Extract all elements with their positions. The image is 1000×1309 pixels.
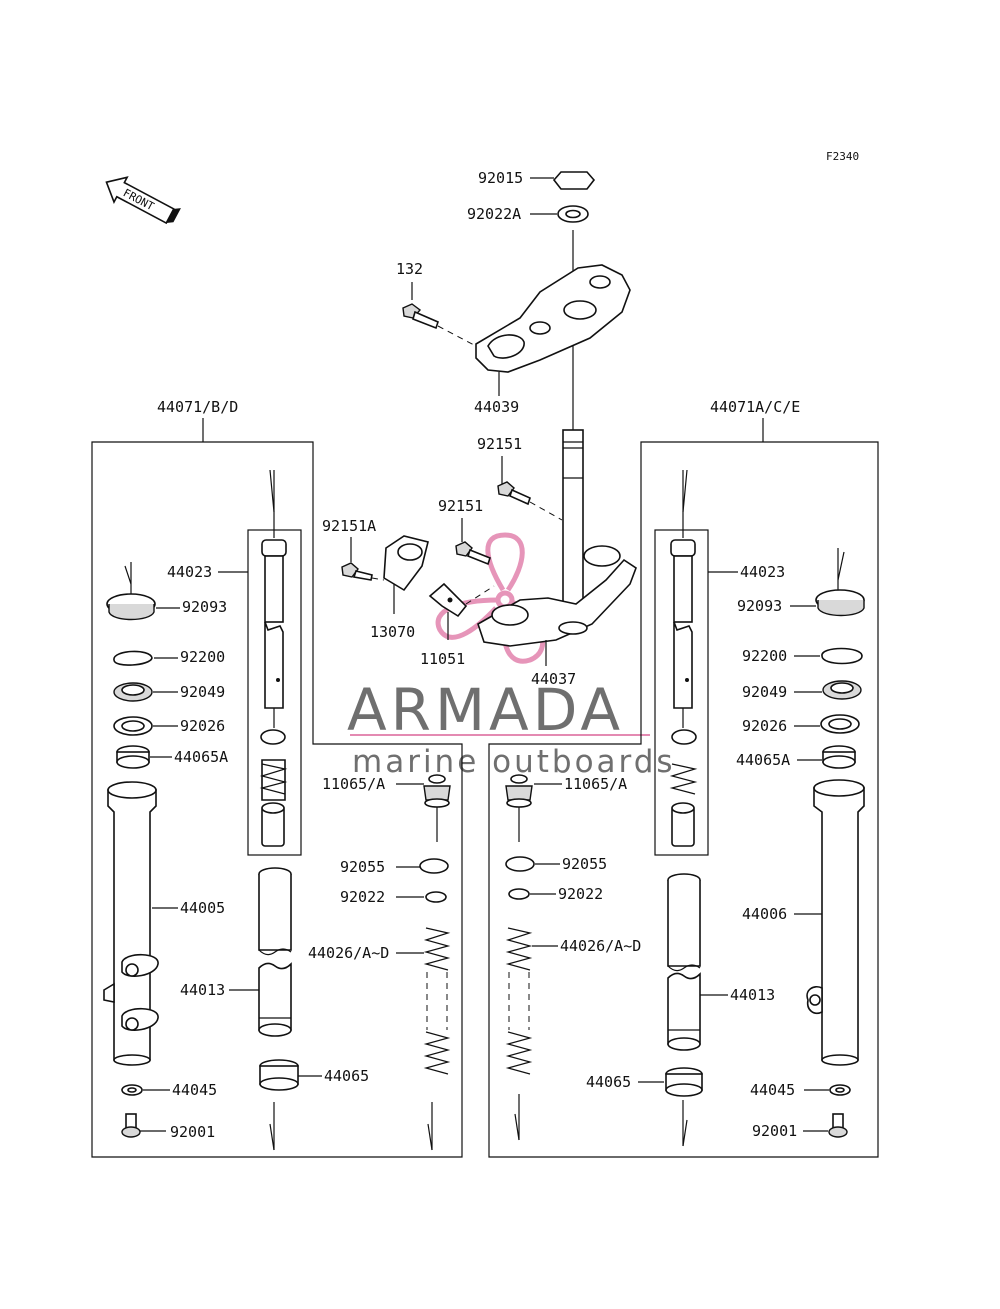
- label-right-44023: 44023: [740, 563, 785, 581]
- label-left-92049: 92049: [180, 683, 225, 701]
- right-assy-box: [488, 441, 879, 1158]
- left-adjuster-11065: [396, 774, 451, 842]
- label-right-44006: 44006: [742, 905, 787, 923]
- left-damper-rod-44023: [218, 469, 288, 847]
- bolt-92151-top: [497, 456, 563, 521]
- label-right-92049: 92049: [742, 683, 787, 701]
- left-cap-92093: [106, 562, 180, 621]
- left-spring-44026: [396, 927, 451, 1151]
- label-left-92055: 92055: [340, 858, 385, 876]
- label-left-92026: 92026: [180, 717, 225, 735]
- bracket-11051: [428, 582, 495, 640]
- label-left-92022: 92022: [340, 888, 385, 906]
- label-right-44065A: 44065A: [736, 751, 790, 769]
- left-washer-44045: [121, 1084, 170, 1096]
- label-right-44026: 44026/A~D: [560, 937, 641, 955]
- label-right-44045: 44045: [750, 1081, 795, 1099]
- label-left-44023: 44023: [167, 563, 212, 581]
- label-44037: 44037: [531, 670, 576, 688]
- label-92151A: 92151A: [322, 517, 376, 535]
- label-right-92093: 92093: [737, 597, 782, 615]
- label-right-92026: 92026: [742, 717, 787, 735]
- bolt-92151-mid: [455, 518, 491, 566]
- label-left-92093: 92093: [182, 598, 227, 616]
- label-left-44065: 44065: [324, 1067, 369, 1085]
- front-arrow-icon: FRONT: [105, 176, 181, 225]
- bolt-132: [402, 282, 475, 346]
- right-bolt-92001: [803, 1113, 848, 1138]
- bolt-92151A: [341, 537, 385, 581]
- washer-92022A: [530, 205, 589, 223]
- label-right-11065: 11065/A: [564, 775, 627, 793]
- right-adjuster-11065: [505, 774, 562, 842]
- figure-id: F2340: [826, 150, 859, 163]
- label-left-44065A: 44065A: [174, 748, 228, 766]
- right-outer-tube-44006: [794, 779, 865, 1066]
- right-oring-92055: [505, 856, 560, 872]
- label-left-44026: 44026/A~D: [308, 944, 389, 962]
- label-left-92200: 92200: [180, 648, 225, 666]
- clamp-13070: [383, 535, 429, 614]
- right-washer-92022: [508, 888, 556, 900]
- left-circlip-92200: [113, 650, 178, 666]
- left-inner-tube-44013: [229, 867, 292, 1037]
- right-washer-92026: [794, 714, 860, 734]
- label-right-44013: 44013: [730, 986, 775, 1004]
- left-washer-92022: [396, 891, 447, 903]
- watermark-brand: ARMADA: [347, 676, 624, 744]
- left-assy-box: [91, 441, 463, 1158]
- right-damper-rod-44023: [669, 469, 738, 847]
- left-oring-92055: [396, 858, 449, 874]
- left-outer-tube-44005: [103, 781, 178, 1066]
- right-circlip-92200: [794, 647, 863, 665]
- label-11051: 11051: [420, 650, 465, 668]
- left-bolt-92001: [121, 1113, 166, 1138]
- right-inner-box: [654, 529, 709, 856]
- lower-bracket-44037: [477, 545, 637, 666]
- label-13070: 13070: [370, 623, 415, 641]
- label-left-92001: 92001: [170, 1123, 215, 1141]
- right-cap-92093: [790, 548, 865, 617]
- steering-nut: [530, 171, 596, 190]
- right-inner-tube-44013: [667, 873, 728, 1051]
- watermark-tagline: marine outboards: [352, 744, 676, 780]
- label-left-44005: 44005: [180, 899, 225, 917]
- label-right-92001: 92001: [752, 1122, 797, 1140]
- label-92015: 92015: [478, 169, 523, 187]
- label-left-11065: 11065/A: [322, 775, 385, 793]
- label-left-assy: 44071/B/D: [157, 398, 238, 416]
- label-44039: 44039: [474, 398, 519, 416]
- watermark-logo: ARMADA marine outboards: [347, 532, 676, 780]
- left-bushing-44065A: [116, 745, 172, 769]
- label-right-92055: 92055: [562, 855, 607, 873]
- right-oil-seal-92049: [794, 680, 862, 700]
- left-oil-seal-92049: [113, 682, 178, 702]
- label-92151-mid: 92151: [438, 497, 483, 515]
- right-spring-44026: [505, 927, 558, 1141]
- label-right-92022: 92022: [558, 885, 603, 903]
- label-left-44013: 44013: [180, 981, 225, 999]
- label-right-assy: 44071A/C/E: [710, 398, 800, 416]
- left-washer-92026: [113, 716, 178, 736]
- upper-bracket-44039: [475, 264, 631, 396]
- label-132: 132: [396, 260, 423, 278]
- label-right-92200: 92200: [742, 647, 787, 665]
- label-left-44045: 44045: [172, 1081, 217, 1099]
- label-92151-top: 92151: [477, 435, 522, 453]
- label-right-44065: 44065: [586, 1073, 631, 1091]
- right-bushing-44065A: [797, 745, 856, 769]
- label-92022A: 92022A: [467, 205, 521, 223]
- left-bushing-44065: [259, 1059, 322, 1091]
- right-washer-44045: [804, 1084, 851, 1096]
- right-bushing-44065: [638, 1067, 703, 1097]
